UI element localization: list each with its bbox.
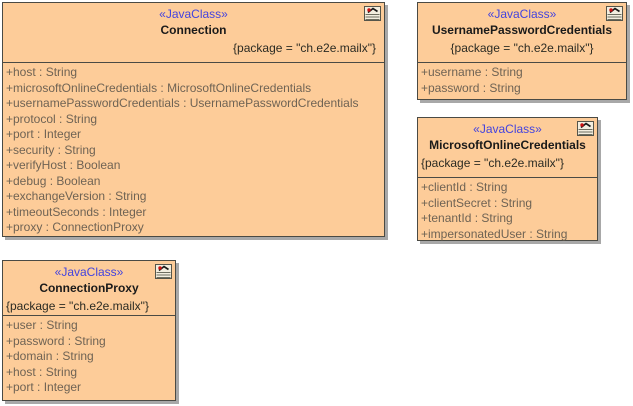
class-name[interactable]: Connection xyxy=(160,23,227,37)
attribute-row[interactable]: +usernamePasswordCredentials : UsernameP… xyxy=(6,96,359,110)
attribute-row[interactable]: +exchangeVersion : String xyxy=(6,189,147,203)
attribute-row[interactable]: +username : String xyxy=(421,65,523,79)
stereotype-label: «JavaClass» xyxy=(473,122,542,136)
attribute-row[interactable]: +debug : Boolean xyxy=(6,173,101,188)
package-label: {package = "ch.e2e.mailx"} xyxy=(6,299,149,313)
attribute-row[interactable]: +impersonatedUser : String xyxy=(421,226,568,241)
attributes-compartment: +user : String+password : String+domain … xyxy=(3,316,175,396)
class-header: «JavaClass» UsernamePasswordCredentials … xyxy=(418,3,626,63)
attribute-row[interactable]: +clientId : String xyxy=(421,180,508,194)
attribute-row[interactable]: +security : String xyxy=(6,142,96,157)
class-box-microsoft-online-credentials[interactable]: «JavaClass» MicrosoftOnlineCredentials {… xyxy=(417,117,598,241)
class-name[interactable]: UsernamePasswordCredentials xyxy=(431,23,613,37)
attribute-row[interactable]: +proxy : ConnectionProxy xyxy=(6,220,144,234)
class-box-connection[interactable]: «JavaClass» Connection {package = "ch.e2… xyxy=(2,2,385,237)
class-name[interactable]: ConnectionProxy xyxy=(39,281,139,295)
attribute-row[interactable]: +user : String xyxy=(6,318,78,332)
attribute-row[interactable]: +clientSecret : String xyxy=(421,195,533,210)
package-label: {package = "ch.e2e.mailx"} xyxy=(450,41,594,55)
class-icon xyxy=(577,121,594,136)
attribute-row[interactable]: +port : Integer xyxy=(6,127,82,141)
attribute-row[interactable]: +domain : String xyxy=(6,349,94,363)
class-box-connection-proxy[interactable]: «JavaClass» ConnectionProxy {package = "… xyxy=(2,260,176,401)
class-header: «JavaClass» Connection {package = "ch.e2… xyxy=(3,3,384,63)
class-header: «JavaClass» MicrosoftOnlineCredentials {… xyxy=(418,118,597,178)
attribute-row[interactable]: +microsoftOnlineCredentials : MicrosoftO… xyxy=(6,80,312,95)
attribute-row[interactable]: +port : Integer xyxy=(6,380,82,394)
package-label: {package = "ch.e2e.mailx"} xyxy=(421,156,564,170)
class-box-username-password-credentials[interactable]: «JavaClass» UsernamePasswordCredentials … xyxy=(417,2,627,100)
class-icon xyxy=(606,6,623,21)
class-name[interactable]: MicrosoftOnlineCredentials xyxy=(429,138,586,152)
attributes-compartment: +username : String+password : String xyxy=(418,63,626,96)
attribute-row[interactable]: +protocol : String xyxy=(6,111,98,126)
attribute-row[interactable]: +password : String xyxy=(421,80,521,95)
attribute-row[interactable]: +host : String xyxy=(6,65,78,79)
attributes-compartment: +host : String+microsoftOnlineCredential… xyxy=(3,63,384,236)
class-header: «JavaClass» ConnectionProxy {package = "… xyxy=(3,261,175,316)
attribute-row[interactable]: +timeoutSeconds : Integer xyxy=(6,204,147,219)
stereotype-label: «JavaClass» xyxy=(54,265,124,279)
stereotype-label: «JavaClass» xyxy=(159,7,228,21)
attribute-row[interactable]: +tenantId : String xyxy=(421,211,513,225)
class-icon xyxy=(155,264,172,279)
attribute-row[interactable]: +verifyHost : Boolean xyxy=(6,158,121,172)
attribute-row[interactable]: +password : String xyxy=(6,333,106,348)
class-icon xyxy=(364,6,381,21)
package-label: {package = "ch.e2e.mailx"} xyxy=(233,41,376,55)
attribute-row[interactable]: +host : String xyxy=(6,364,78,379)
attributes-compartment: +clientId : String+clientSecret : String… xyxy=(418,178,597,242)
stereotype-label: «JavaClass» xyxy=(487,7,557,21)
